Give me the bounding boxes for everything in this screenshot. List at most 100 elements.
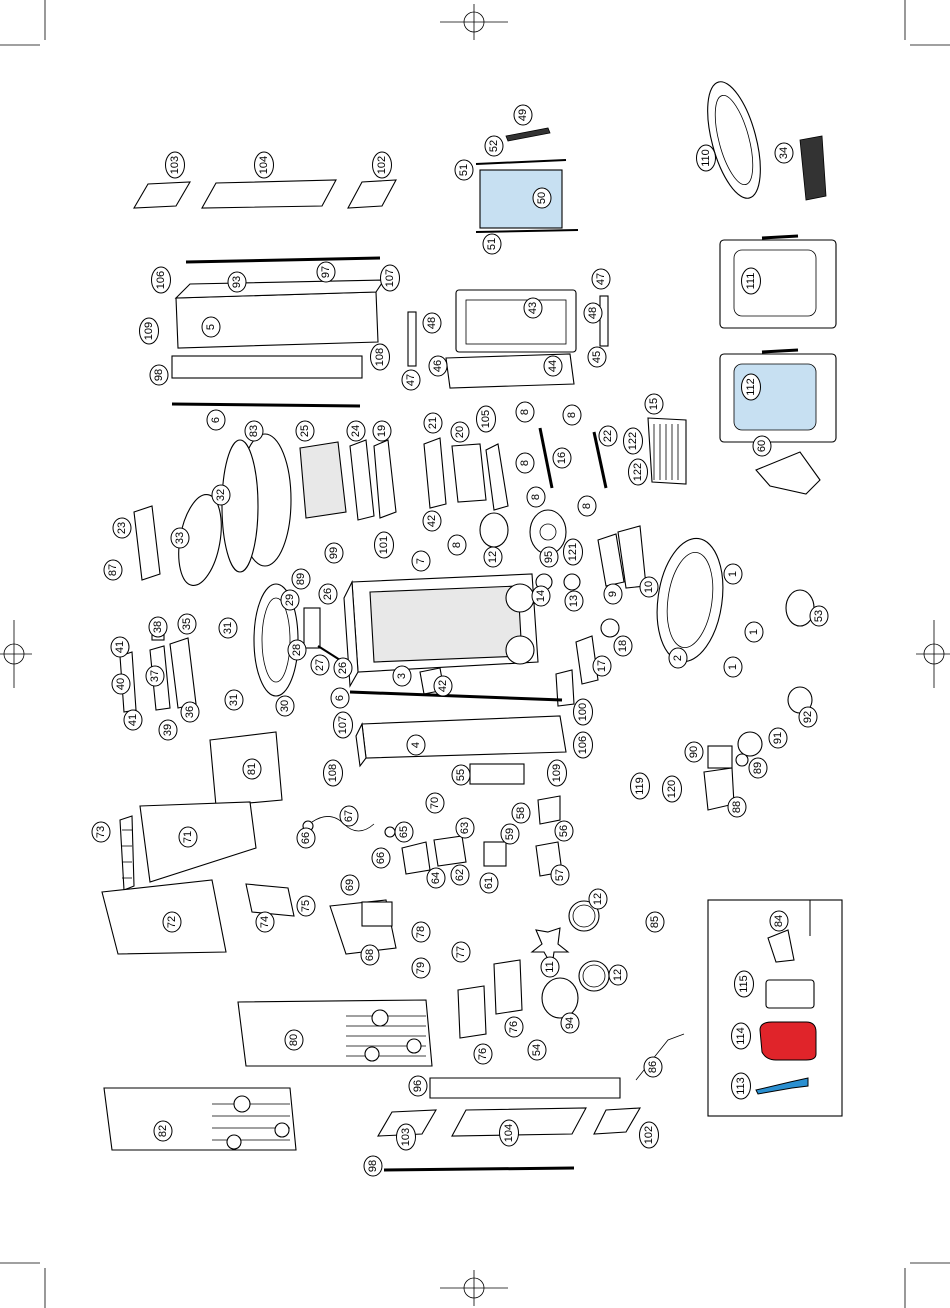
callout-number: 67 xyxy=(343,810,355,822)
callout-68: 68 xyxy=(360,944,380,966)
callout-circle xyxy=(499,1119,519,1147)
callout-number: 17 xyxy=(596,660,608,672)
callout-8: 8 xyxy=(577,495,597,517)
callout-circle xyxy=(723,563,743,585)
callout-26: 26 xyxy=(318,583,338,605)
callout-number: 95 xyxy=(543,551,555,563)
callout-circle xyxy=(454,159,474,181)
callout-number: 106 xyxy=(155,271,167,289)
callout-104: 104 xyxy=(254,151,274,179)
callout-circle xyxy=(370,343,390,371)
callout-number: 24 xyxy=(350,425,362,437)
callout-circle xyxy=(473,1043,493,1065)
callout-number: 122 xyxy=(632,463,644,481)
callout-number: 39 xyxy=(162,724,174,736)
callout-number: 23 xyxy=(116,522,128,534)
callout-number: 119 xyxy=(634,777,646,795)
callout-8: 8 xyxy=(515,452,535,474)
callout-35: 35 xyxy=(177,613,197,635)
callout-number: 98 xyxy=(153,369,165,381)
callout-66: 66 xyxy=(371,847,391,869)
callout-39: 39 xyxy=(158,719,178,741)
callout-circle xyxy=(151,266,171,294)
callout-number: 9 xyxy=(607,591,619,597)
callout-5: 5 xyxy=(201,316,221,338)
callout-number: 52 xyxy=(488,140,500,152)
callout-circle xyxy=(112,517,132,539)
callout-41: 41 xyxy=(123,709,143,731)
callout-number: 89 xyxy=(295,573,307,585)
callout-circle xyxy=(284,1029,304,1051)
callout-circle xyxy=(110,636,130,658)
callout-circle xyxy=(148,616,168,638)
callout-circle xyxy=(696,144,716,172)
callout-76: 76 xyxy=(473,1043,493,1065)
callout-107: 107 xyxy=(380,264,400,292)
callout-circle xyxy=(318,583,338,605)
callout-91: 91 xyxy=(768,727,788,749)
part-drawings xyxy=(101,81,843,1172)
callout-24: 24 xyxy=(346,420,366,442)
callout-106: 106 xyxy=(151,266,171,294)
callout-circle xyxy=(339,805,359,827)
callout-circle xyxy=(573,698,593,726)
callout-number: 37 xyxy=(149,670,161,682)
callout-number: 60 xyxy=(756,440,768,452)
callout-48: 48 xyxy=(583,302,603,324)
callout-13: 13 xyxy=(564,590,584,612)
callout-36: 36 xyxy=(180,701,200,723)
callout-circle xyxy=(139,317,159,345)
callout-circle xyxy=(170,527,190,549)
callout-92: 92 xyxy=(798,706,818,728)
callout-56: 56 xyxy=(554,820,574,842)
callout-71: 71 xyxy=(178,826,198,848)
callout-73: 73 xyxy=(91,821,111,843)
callout-3: 3 xyxy=(392,665,412,687)
callout-number: 51 xyxy=(458,164,470,176)
callout-9: 9 xyxy=(603,583,623,605)
callout-112: 112 xyxy=(741,373,761,401)
callout-number: 30 xyxy=(279,700,291,712)
callout-circle xyxy=(206,409,226,431)
callout-circle xyxy=(483,546,503,568)
registration-mark-icon xyxy=(440,4,508,40)
callout-8: 8 xyxy=(447,534,467,556)
callout-54: 54 xyxy=(527,1039,547,1061)
callout-107: 107 xyxy=(333,711,353,739)
callout-number: 46 xyxy=(432,360,444,372)
callout-81: 81 xyxy=(242,758,262,780)
callout-circle xyxy=(254,151,274,179)
callout-circle xyxy=(295,420,315,442)
callout-44: 44 xyxy=(543,355,563,377)
callout-circle xyxy=(598,425,618,447)
callout-number: 57 xyxy=(554,869,566,881)
callout-circle xyxy=(242,758,262,780)
callout-number: 101 xyxy=(378,536,390,554)
callout-95: 95 xyxy=(539,546,559,568)
callout-number: 120 xyxy=(666,780,678,798)
callout-113: 113 xyxy=(731,1072,751,1100)
callout-number: 3 xyxy=(396,673,408,679)
callout-number: 108 xyxy=(374,348,386,366)
callout-circle xyxy=(333,657,353,679)
callout-number: 26 xyxy=(322,588,334,600)
callout-88: 88 xyxy=(727,796,747,818)
callout-103: 103 xyxy=(165,151,185,179)
callout-circle xyxy=(451,941,471,963)
callout-58: 58 xyxy=(511,802,531,824)
callout-number: 84 xyxy=(773,915,785,927)
callout-number: 75 xyxy=(300,900,312,912)
callout-number: 42 xyxy=(426,515,438,527)
callout-circle xyxy=(592,655,612,677)
callout-108: 108 xyxy=(323,759,343,787)
callout-17: 17 xyxy=(592,655,612,677)
callout-number: 96 xyxy=(412,1080,424,1092)
callout-number: 48 xyxy=(426,317,438,329)
callout-circle xyxy=(158,719,178,741)
callout-number: 102 xyxy=(376,156,388,174)
callout-number: 31 xyxy=(228,694,240,706)
callout-41: 41 xyxy=(110,636,130,658)
callout-number: 72 xyxy=(166,916,178,928)
callout-12: 12 xyxy=(608,964,628,986)
